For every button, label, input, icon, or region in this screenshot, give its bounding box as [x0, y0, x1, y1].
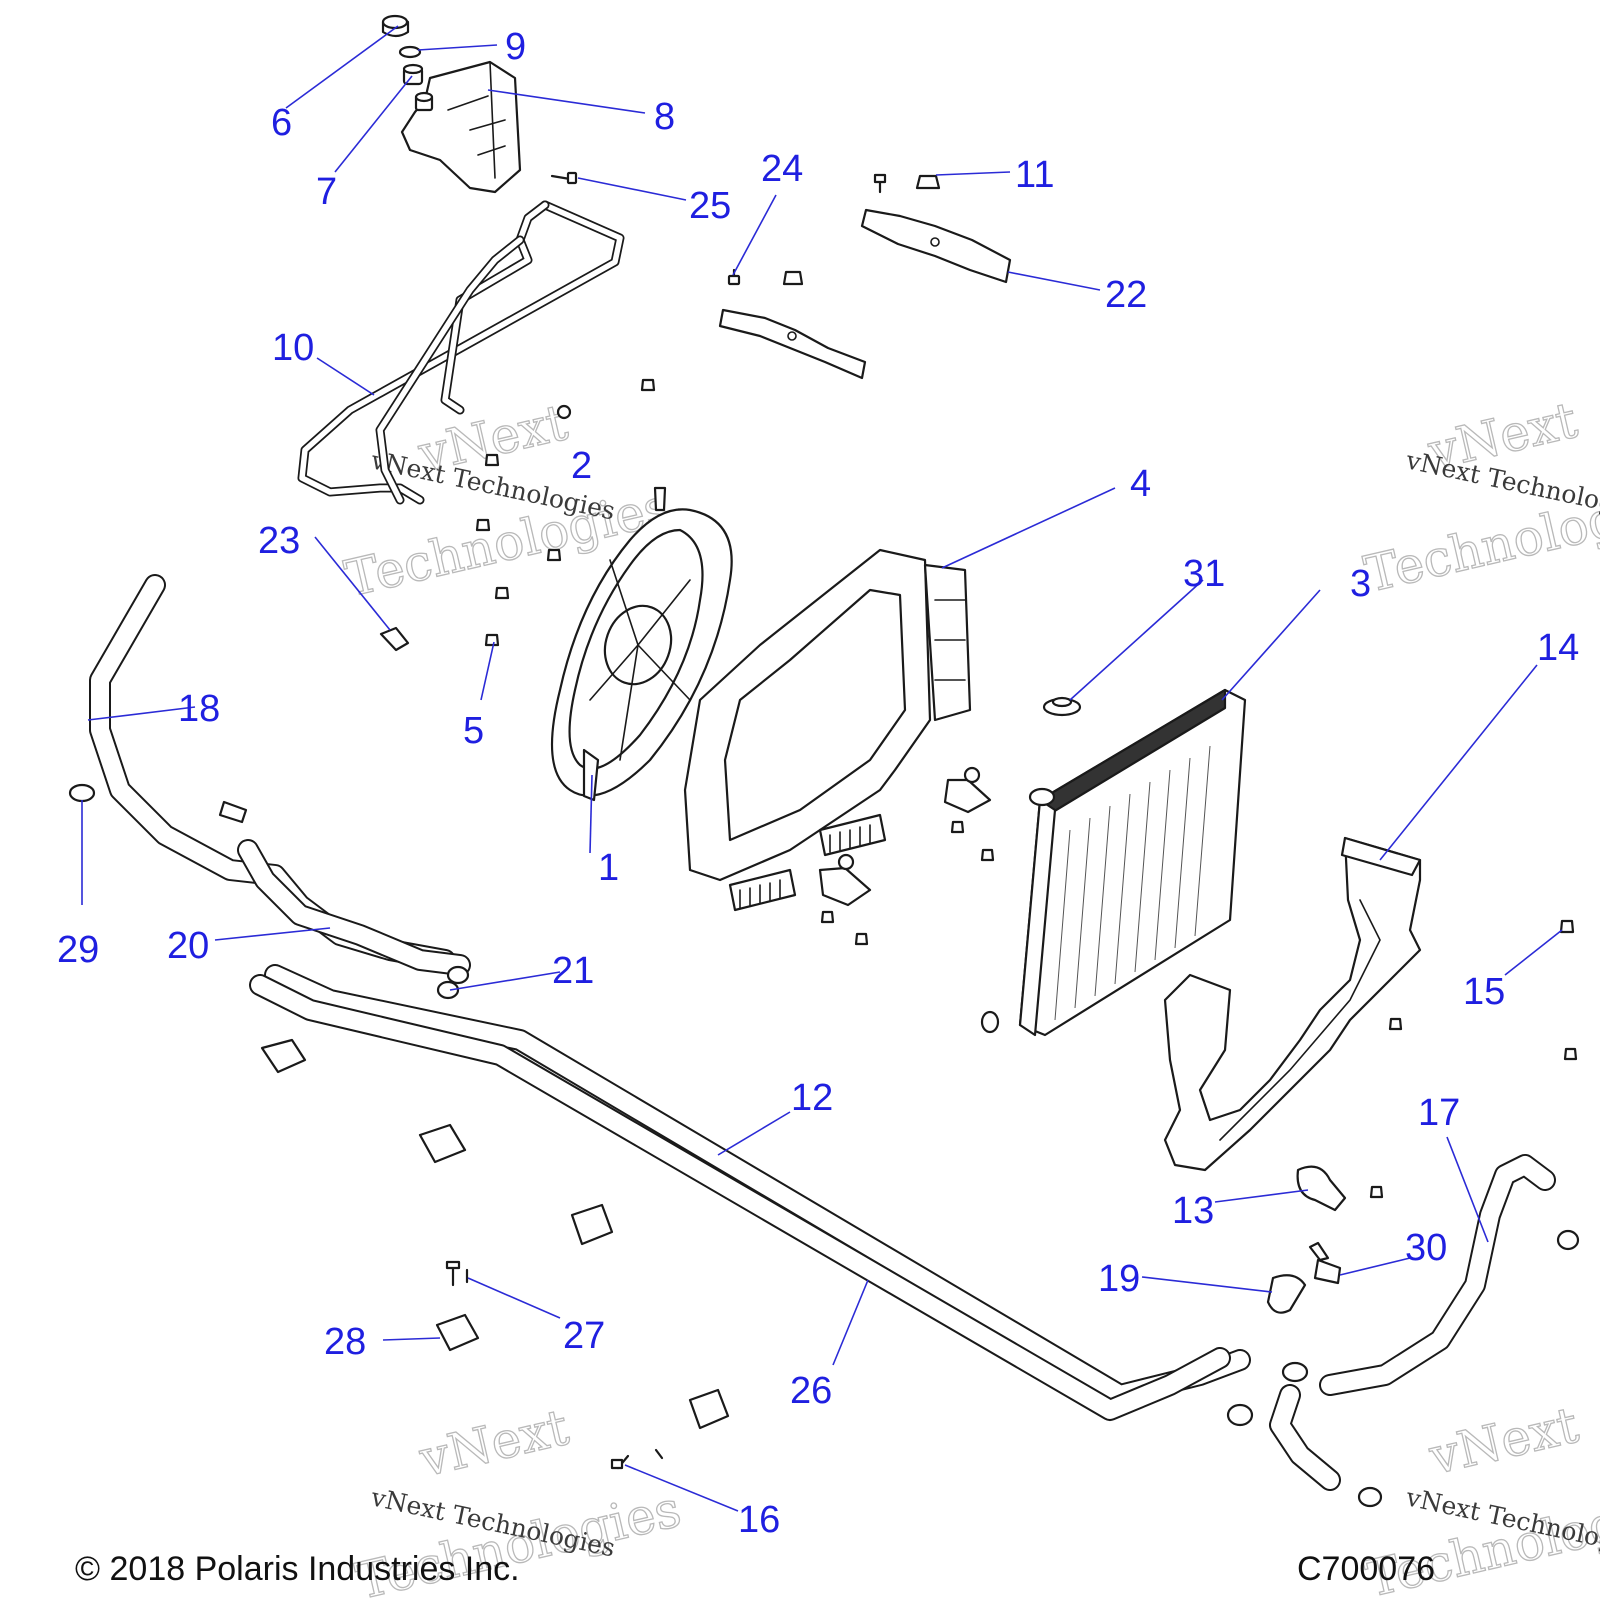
fastener-right-1 — [1388, 1017, 1403, 1031]
callout-27: 27 — [563, 1315, 605, 1357]
callout-5: 5 — [463, 710, 484, 752]
callout-25: 25 — [689, 185, 731, 227]
callout-19: 19 — [1098, 1258, 1140, 1300]
part-10-overflow-hose — [297, 200, 625, 505]
callout-7: 7 — [316, 171, 337, 213]
fastener-right-3 — [1369, 1185, 1384, 1199]
part-25-screw — [550, 171, 578, 185]
hose-clamp-right-1 — [1226, 1403, 1254, 1427]
fastener-bracket-3 — [820, 910, 835, 924]
fastener-bracket-4 — [854, 932, 869, 946]
pipe-clip-1 — [260, 1038, 307, 1074]
part-27-screw — [445, 1260, 469, 1287]
fastener-misc-1 — [640, 378, 656, 392]
pipe-clip-2 — [418, 1123, 467, 1164]
callout-22: 22 — [1105, 274, 1147, 316]
part-4-fan-shroud — [683, 548, 972, 912]
callout-9: 9 — [505, 26, 526, 68]
callout-14: 14 — [1537, 627, 1579, 669]
part-23-sensor — [379, 626, 410, 652]
callout-2: 2 — [571, 445, 592, 487]
copyright-notice: © 2018 Polaris Industries Inc. — [75, 1550, 520, 1588]
part-17-hose — [1319, 1154, 1556, 1396]
fastener-misc-4 — [546, 548, 562, 562]
callout-11: 11 — [1015, 154, 1054, 196]
callout-1: 1 — [598, 847, 619, 889]
part-14-air-duct — [1163, 836, 1422, 1172]
fastener-right-2 — [1563, 1047, 1578, 1061]
part-11-grommet — [915, 174, 941, 190]
part-13-elbow-hose — [1296, 1165, 1347, 1212]
callout-21: 21 — [552, 950, 594, 992]
callout-30: 30 — [1405, 1227, 1447, 1269]
part-28-pipe-clip — [435, 1313, 480, 1352]
callout-6: 6 — [271, 102, 292, 144]
callout-26: 26 — [790, 1370, 832, 1412]
fastener-bracket-1 — [950, 820, 965, 834]
fastener-misc-2 — [484, 453, 500, 467]
part-15-bolt — [1559, 919, 1575, 934]
part-29-clamp — [68, 783, 96, 803]
fastener-misc-3 — [475, 518, 491, 532]
part-1-fan-assembly — [550, 486, 733, 802]
callout-24: 24 — [761, 148, 803, 190]
hose-clamp-right-2 — [1281, 1361, 1309, 1383]
hose-clamp-right-4 — [1556, 1229, 1580, 1251]
callout-28: 28 — [324, 1321, 366, 1363]
fastener-misc-5 — [494, 586, 510, 600]
bolt-upper-bracket — [873, 173, 887, 194]
callout-23: 23 — [258, 520, 300, 562]
lower-hose-right — [1269, 1384, 1341, 1491]
part-30-connector — [1308, 1241, 1342, 1285]
callout-29: 29 — [57, 929, 99, 971]
callout-18: 18 — [178, 688, 220, 730]
part-7-filler-neck — [402, 63, 424, 86]
callout-4: 4 — [1130, 463, 1151, 505]
part-2-nut — [556, 404, 572, 420]
callout-15: 15 — [1463, 971, 1505, 1013]
part-21-clamp — [436, 965, 470, 1000]
svg-text:vNext: vNext — [1423, 1396, 1583, 1486]
part-20-hose — [237, 839, 471, 976]
radiator-mount-bracket-lower — [818, 853, 872, 907]
callout-13: 13 — [1172, 1190, 1214, 1232]
part-26-coolant-pipe — [249, 974, 1231, 1421]
callout-3: 3 — [1350, 563, 1371, 605]
hose-clamp-right-3 — [1357, 1486, 1383, 1508]
part-22-bracket-upper — [860, 208, 1012, 284]
part-9-o-ring — [398, 45, 422, 59]
part-24-nut — [782, 270, 804, 286]
callout-numbers: 1 2 3 4 5 6 7 8 9 10 11 12 13 14 15 16 1… — [57, 26, 1579, 1541]
figure-id: C700076 — [1297, 1550, 1435, 1588]
fastener-bracket-2 — [980, 848, 995, 862]
callout-10: 10 — [272, 327, 314, 369]
part-6-pressure-cap — [381, 14, 410, 38]
part-5-nut — [484, 633, 500, 647]
callout-31: 31 — [1183, 553, 1225, 595]
part-22-bracket-lower — [718, 308, 867, 380]
pipe-clip-5 — [688, 1388, 730, 1430]
part-3-radiator — [980, 688, 1247, 1037]
part-8-coolant-reservoir — [400, 60, 522, 194]
callout-17: 17 — [1418, 1092, 1460, 1134]
part-31-radiator-cap — [1042, 696, 1082, 717]
callout-8: 8 — [654, 96, 675, 138]
callout-20: 20 — [167, 925, 209, 967]
radiator-mount-bracket-upper — [943, 766, 992, 814]
svg-text:vNext: vNext — [414, 1398, 574, 1488]
leader-lines — [81, 25, 1563, 1512]
pipe-clip-3 — [570, 1203, 614, 1246]
part-16-screw — [610, 1448, 664, 1470]
callout-16: 16 — [738, 1499, 780, 1541]
hose-connector-left — [218, 800, 248, 824]
part-19-coupler — [1266, 1274, 1307, 1314]
callout-12: 12 — [791, 1077, 833, 1119]
